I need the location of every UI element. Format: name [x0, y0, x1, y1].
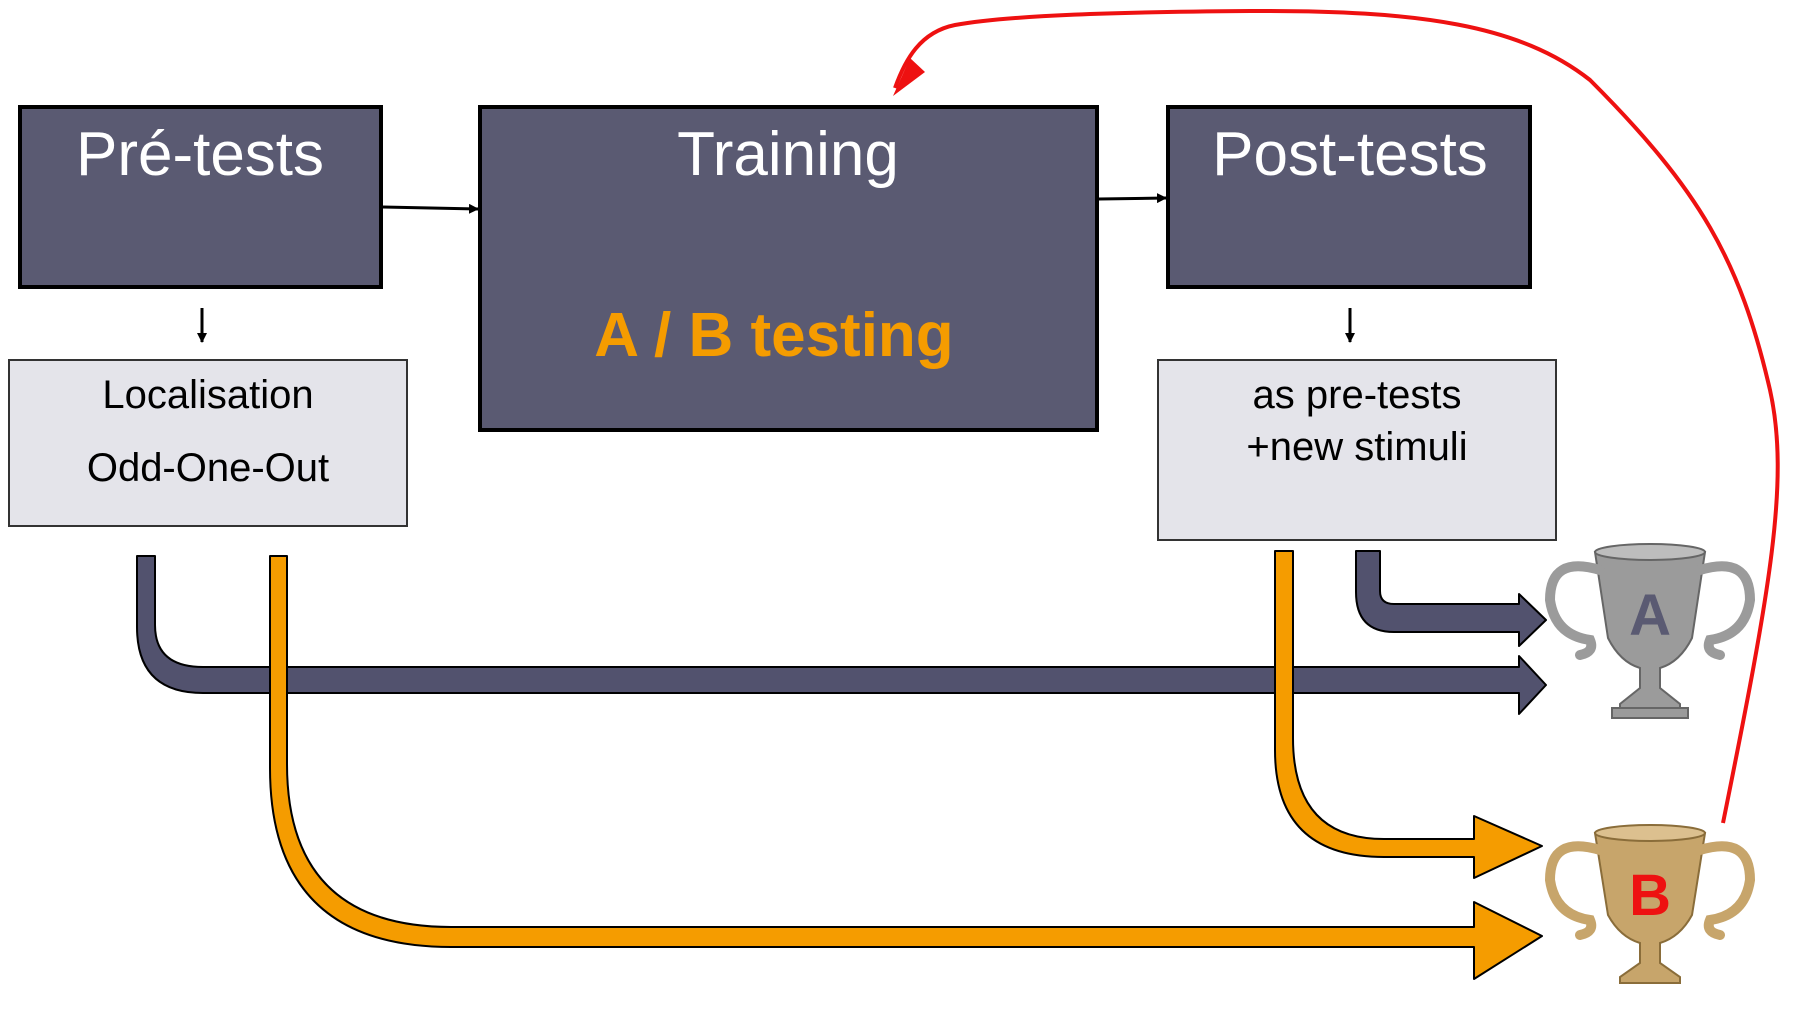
orange-arrow-posttests-to-b [1274, 550, 1543, 879]
pretests-title: Pré-tests [76, 120, 324, 189]
navy-arrow-posttests-to-a [1355, 550, 1547, 647]
training-title: Training [677, 120, 899, 189]
posttests-note-line2: +new stimuli [1246, 425, 1467, 469]
orange-arrow-pretests-to-b [269, 555, 1543, 980]
posttests-note: as pre-tests +new stimuli [1157, 359, 1557, 541]
navy-arrow-pretests-to-a [136, 555, 1547, 715]
posttests-title: Post-tests [1212, 120, 1488, 189]
pretests-note-line1: Localisation [102, 373, 313, 417]
pretests-box: Pré-tests [18, 105, 383, 289]
trophy-silver-icon: A [1544, 543, 1756, 719]
trophy-bronze-icon: B [1544, 824, 1756, 984]
training-box: Training A / B testing [478, 105, 1099, 432]
red-arrowhead [893, 58, 925, 96]
pretests-note-line2: Odd-One-Out [87, 446, 329, 490]
posttests-box: Post-tests [1166, 105, 1532, 289]
trophy-b-letter: B [1629, 863, 1671, 928]
arrow-training-to-posttests [1098, 193, 1167, 204]
red-feedback-curve [893, 8, 1780, 824]
trophy-a-letter: A [1629, 583, 1671, 648]
ab-testing-label: A / B testing [594, 301, 953, 370]
arrow-pretests-to-training [382, 203, 479, 214]
posttests-note-line1: as pre-tests [1253, 373, 1462, 417]
pretests-note: Localisation Odd-One-Out [8, 359, 408, 527]
